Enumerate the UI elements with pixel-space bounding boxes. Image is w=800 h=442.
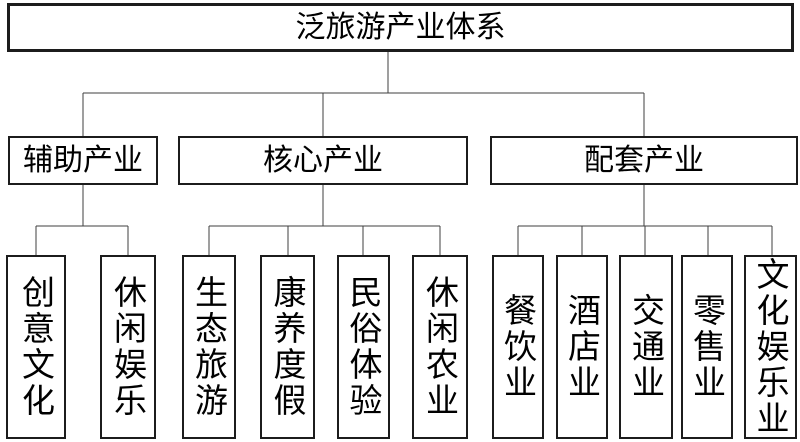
branch-node-label: 辅助产业: [23, 143, 143, 177]
branch-node-supporting-industry: 配套产业: [490, 136, 798, 185]
branch-node-label: 配套产业: [584, 143, 704, 177]
leaf-node-label: 康养度假: [269, 275, 306, 419]
branch-node-label: 核心产业: [263, 143, 383, 177]
leaf-node-eco-tourism: 生态旅游: [182, 255, 236, 439]
branch-node-auxiliary-industry: 辅助产业: [8, 136, 158, 185]
leaf-node-label: 零售业: [688, 293, 726, 401]
leaf-node-transportation-industry: 交通业: [619, 255, 673, 439]
leaf-node-wellness-vacation: 康养度假: [260, 255, 315, 439]
leaf-node-label: 民俗体验: [345, 275, 382, 419]
leaf-node-hotel-industry: 酒店业: [556, 255, 608, 439]
branch-node-core-industry: 核心产业: [178, 136, 468, 185]
leaf-node-label: 休闲农业: [421, 275, 459, 419]
leaf-node-label: 生态旅游: [190, 275, 228, 419]
leaf-node-creative-culture: 创意文化: [6, 255, 66, 439]
leaf-node-leisure-entertainment: 休闲娱乐: [100, 255, 156, 439]
leaf-node-label: 文化娱乐业: [752, 257, 789, 437]
root-node-pan-tourism-system: 泛旅游产业体系: [7, 3, 794, 52]
leaf-node-label: 休闲娱乐: [109, 275, 147, 419]
leaf-node-leisure-agriculture: 休闲农业: [412, 255, 468, 439]
leaf-node-label: 交通业: [627, 293, 665, 401]
leaf-node-catering-industry: 餐饮业: [492, 255, 544, 439]
leaf-node-retail-industry: 零售业: [681, 255, 733, 439]
leaf-node-label: 餐饮业: [499, 293, 537, 401]
root-node-label: 泛旅游产业体系: [295, 10, 506, 44]
leaf-node-label: 创意文化: [17, 275, 55, 419]
leaf-node-culture-entertainment-industry: 文化娱乐业: [744, 255, 797, 439]
leaf-node-folk-experience: 民俗体验: [337, 255, 390, 439]
leaf-node-label: 酒店业: [563, 293, 601, 401]
